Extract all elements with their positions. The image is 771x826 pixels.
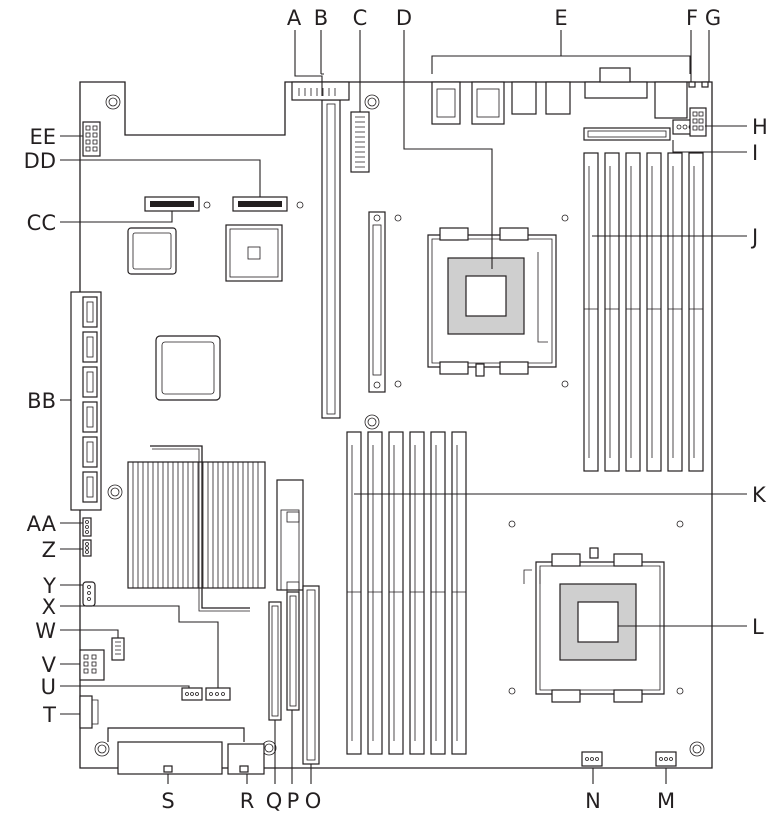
connector-z [82, 539, 92, 557]
label-r: R [240, 789, 255, 813]
processor-socket-2 [523, 547, 665, 703]
rear-io-panel [431, 67, 709, 125]
connector-s [107, 727, 245, 775]
board-outline [79, 81, 713, 769]
connector-h [672, 107, 707, 137]
connector-c [350, 111, 370, 173]
label-o: O [305, 789, 322, 813]
label-w: W [35, 619, 56, 643]
label-c: C [353, 6, 368, 30]
riser-slot-a [321, 99, 341, 419]
label-n: N [585, 789, 601, 813]
label-j: J [750, 225, 758, 249]
label-l: L [752, 615, 764, 639]
connector-cc [144, 196, 200, 212]
heatsink [127, 445, 266, 612]
connector-o [302, 585, 320, 765]
mounting-holes [94, 94, 705, 757]
label-i: I [752, 141, 758, 165]
label-b: B [314, 6, 328, 30]
label-z: Z [42, 538, 56, 562]
connector-i [583, 127, 671, 141]
label-q: Q [266, 789, 283, 813]
label-x: X [42, 595, 56, 619]
chip-small [127, 227, 177, 275]
connector-ee [82, 121, 101, 157]
small-circles [203, 201, 684, 695]
chip-northbridge [225, 224, 283, 282]
label-ee: EE [29, 125, 56, 149]
sata-connectors [70, 291, 102, 511]
label-cc: CC [27, 211, 56, 235]
label-t: T [42, 703, 56, 727]
label-e: E [554, 6, 567, 30]
dimm-slots-lower [346, 431, 467, 755]
processor-socket-1 [427, 227, 557, 377]
label-v: V [42, 653, 57, 677]
dimm-slots-upper [583, 152, 704, 472]
label-bb: BB [27, 389, 56, 413]
connector-m [655, 751, 677, 767]
connector-x [205, 687, 231, 701]
slot-vertical-center [368, 211, 386, 393]
leader-lines [60, 30, 747, 784]
label-p: P [287, 789, 300, 813]
connector-aa [82, 517, 92, 537]
voltage-regulator [276, 479, 304, 593]
label-g: G [705, 6, 721, 30]
label-k: K [752, 483, 767, 507]
label-aa: AA [27, 512, 57, 536]
connector-q [268, 601, 282, 721]
connector-p [286, 591, 300, 711]
connector-t [79, 695, 99, 729]
label-a: A [287, 6, 302, 30]
connector-v [79, 649, 105, 681]
connector-r [227, 743, 265, 775]
label-y: Y [42, 574, 56, 598]
chip-southbridge [155, 335, 221, 401]
label-m: M [657, 789, 675, 813]
labels: A B C D E F G H I J K L M N O P Q R S T … [24, 6, 768, 813]
connector-b [291, 81, 350, 101]
connector-w [111, 637, 125, 661]
label-dd: DD [24, 149, 56, 173]
label-s: S [161, 789, 174, 813]
connector-n [581, 751, 603, 767]
label-d: D [396, 6, 412, 30]
label-f: F [686, 6, 698, 30]
label-h: H [752, 115, 768, 139]
connector-y [82, 581, 96, 607]
connector-u [181, 687, 203, 701]
label-u: U [41, 675, 56, 699]
connector-dd [232, 196, 288, 212]
